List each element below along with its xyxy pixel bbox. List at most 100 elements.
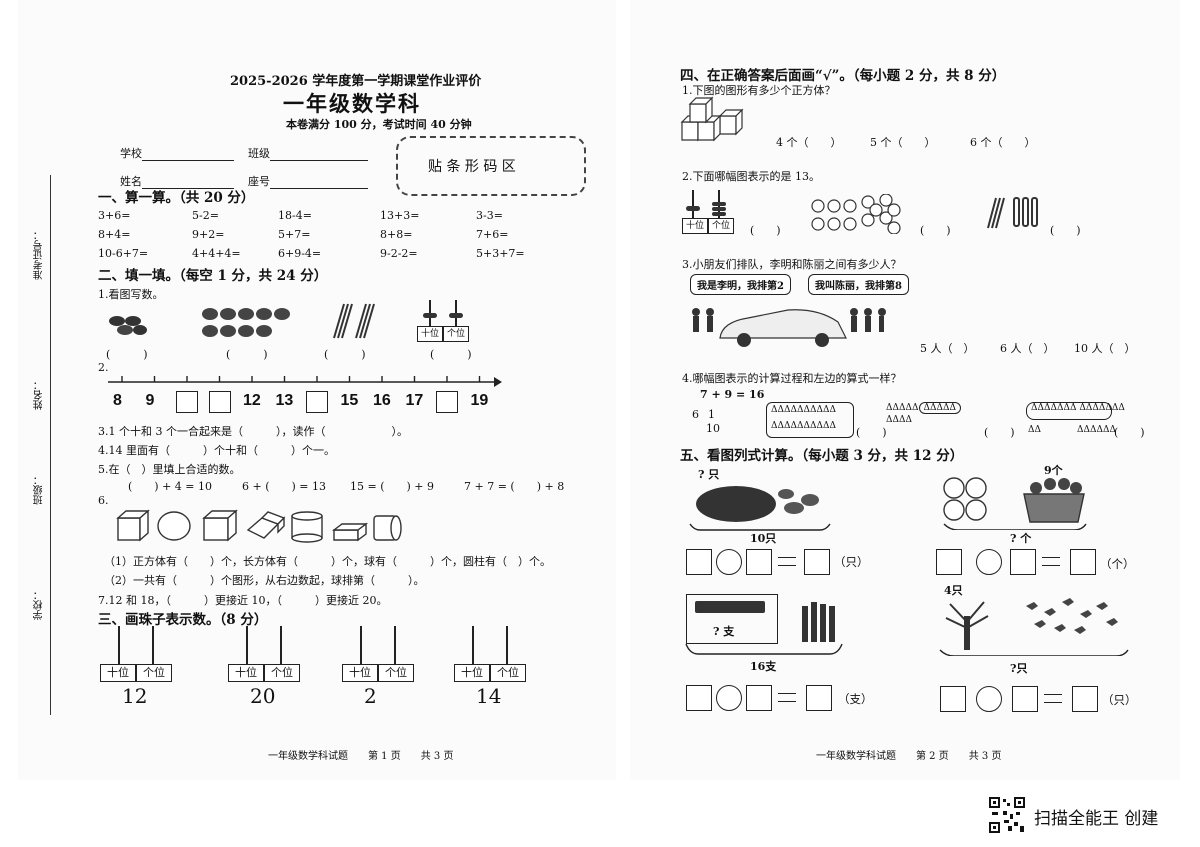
exam-subject-title: 一年级数学科 xyxy=(283,91,421,116)
q4-4-blank-1[interactable]: ( ) xyxy=(856,426,887,439)
p3-equals xyxy=(778,693,796,702)
p1-box-1[interactable] xyxy=(686,549,712,575)
number-line-label: 12 xyxy=(243,392,261,409)
p4-operator-circle[interactable] xyxy=(976,686,1002,712)
calc-3-5: 5+3+7= xyxy=(476,247,525,260)
barcode-area: 贴 条 形 码 区 xyxy=(396,136,586,196)
q4-3-opt-1[interactable]: 5 人（ ） xyxy=(920,342,975,355)
calc-2-5: 7+6= xyxy=(476,228,509,241)
p2-equals xyxy=(1042,557,1060,566)
number-line-blank-box[interactable] xyxy=(176,391,198,413)
birds-tree-image xyxy=(939,598,1129,656)
queue-car-image xyxy=(692,308,886,347)
school-field[interactable]: 学校 xyxy=(120,145,234,161)
p3-box-1[interactable] xyxy=(686,685,712,711)
q4-3-opt-3[interactable]: 10 人（ ） xyxy=(1074,342,1136,355)
q4-4-blank-3[interactable]: ( ) xyxy=(1114,426,1145,439)
p3-operator-circle[interactable] xyxy=(716,685,742,711)
calc-3-4: 9-2-2= xyxy=(380,247,418,260)
p2-operator-circle[interactable] xyxy=(976,549,1002,575)
q4-1-opt-3[interactable]: 6 个（ ） xyxy=(970,136,1036,149)
p3-box-2[interactable] xyxy=(746,685,772,711)
exam-info: 本卷满分 100 分，考试时间 40 分钟 xyxy=(286,118,472,131)
p1-box-2[interactable] xyxy=(746,549,772,575)
abacus-rod xyxy=(118,626,120,664)
name-field[interactable]: 姓名 xyxy=(120,173,234,189)
p4-bottom-label: ?只 xyxy=(1010,662,1028,675)
q4-4-formula: 7 + 9 = 16 xyxy=(700,388,765,401)
p1-operator-circle[interactable] xyxy=(716,549,742,575)
balls-basket-image xyxy=(943,477,1087,530)
calc-3-1: 10-6+7= xyxy=(98,247,149,260)
q4-4-prompt: 4.哪幅图表示的计算过程和左边的算式一样？ xyxy=(682,372,902,385)
section3-title: 三、画珠子表示数。（8 分） xyxy=(98,612,268,628)
cookies-image xyxy=(109,316,147,335)
p2-box-1[interactable] xyxy=(936,549,962,575)
calc-1-1: 3+6= xyxy=(98,209,131,222)
scanner-watermark: 扫描全能王 创建 xyxy=(1034,809,1159,829)
number-line-label: 17 xyxy=(405,392,424,409)
p2-unit: （个） xyxy=(1100,557,1135,571)
section5-title: 五、看图列式计算。（每小题 3 分，共 12 分） xyxy=(680,448,964,464)
binding-line xyxy=(50,175,51,715)
q4-2-blank-2[interactable]: ( ) xyxy=(920,224,951,237)
p3-bottom-label: 16支 xyxy=(750,660,777,673)
number-line-label: 8 xyxy=(113,392,122,409)
page2-footer: 一年级数学科试题 第 2 页 共 3 页 xyxy=(816,751,1002,762)
q2-5: 5.在（ ）里填上合适的数。 xyxy=(98,463,241,476)
q2-3: 3.1 个十和 3 个一合起来是（ ），读作（ ）。 xyxy=(98,425,408,438)
abacus-rod xyxy=(506,626,508,664)
q4-4-split-3: 10 xyxy=(706,422,720,435)
number-line-label: 19 xyxy=(470,392,489,409)
speech-bubble-chenli: 我叫陈丽，我排第8 xyxy=(808,274,909,295)
number-line-blank-box[interactable] xyxy=(436,391,458,413)
sticks-image xyxy=(987,197,1038,229)
number-line-label: 13 xyxy=(275,392,294,409)
q2-4: 4.14 里面有（ ）个十和（ ）个一。 xyxy=(98,444,335,457)
q4-4-blank-2[interactable]: ( ) xyxy=(984,426,1015,439)
stick-bundles-image xyxy=(333,303,375,339)
calc-2-1: 8+4= xyxy=(98,228,131,241)
q2-1-answer-1[interactable]: ( ) xyxy=(106,348,148,361)
q4-4-split-2: 1 xyxy=(708,408,715,421)
sidebar-exam-no: 准考证号： xyxy=(34,230,45,280)
q2-1-answer-2[interactable]: ( ) xyxy=(226,348,268,361)
p1-box-result[interactable] xyxy=(804,549,830,575)
calc-2-3: 5+7= xyxy=(278,228,311,241)
q2-1-answer-4[interactable]: ( ) xyxy=(430,348,472,361)
q2-5-item-2[interactable]: 6 + ( ) = 13 xyxy=(242,480,326,493)
seat-field[interactable]: 座号 xyxy=(248,173,368,189)
calc-1-3: 18-4= xyxy=(278,209,312,222)
exam-term-title: 2025-2026 学年度第一学期课堂作业评价 xyxy=(230,74,482,89)
q4-4-option-c[interactable]: ΔΔΔΔΔΔΔ ΔΔΔΔΔΔΔ xyxy=(1026,402,1125,420)
q4-2-blank-3[interactable]: ( ) xyxy=(1050,224,1081,237)
class-field[interactable]: 班级 xyxy=(248,145,368,161)
p4-box-2[interactable] xyxy=(1012,686,1038,712)
p3-brace xyxy=(685,643,843,655)
q4-2-blank-1[interactable]: ( ) xyxy=(750,224,781,237)
q2-5-item-4[interactable]: 7 + 7 = ( ) + 8 xyxy=(464,480,565,493)
calc-1-2: 5-2= xyxy=(192,209,219,222)
abacus-ones-label: 个位 xyxy=(264,664,300,682)
q2-1-answer-3[interactable]: ( ) xyxy=(324,348,366,361)
abacus-target-number: 12 xyxy=(122,684,148,708)
number-line-blank-box[interactable] xyxy=(306,391,328,413)
q2-5-item-1[interactable]: ( ) + 4 = 10 xyxy=(128,480,212,493)
sidebar-class: 班级： xyxy=(34,475,45,505)
abacus-ones-label: 个位 xyxy=(136,664,172,682)
q2-5-item-3[interactable]: 15 = ( ) + 9 xyxy=(350,480,434,493)
p4-box-result[interactable] xyxy=(1072,686,1098,712)
p2-box-result[interactable] xyxy=(1070,549,1096,575)
q4-1-opt-1[interactable]: 4 个（ ） xyxy=(776,136,842,149)
p4-equals xyxy=(1044,694,1062,703)
p3-unit: （支） xyxy=(838,692,873,706)
p3-box-result[interactable] xyxy=(806,685,832,711)
name-label: 姓名 xyxy=(120,175,142,188)
p2-box-2[interactable] xyxy=(1010,549,1036,575)
p4-box-1[interactable] xyxy=(940,686,966,712)
q4-1-opt-2[interactable]: 5 个（ ） xyxy=(870,136,936,149)
q4-3-opt-2[interactable]: 6 人（ ） xyxy=(1000,342,1055,355)
number-line-blank-box[interactable] xyxy=(208,391,231,413)
